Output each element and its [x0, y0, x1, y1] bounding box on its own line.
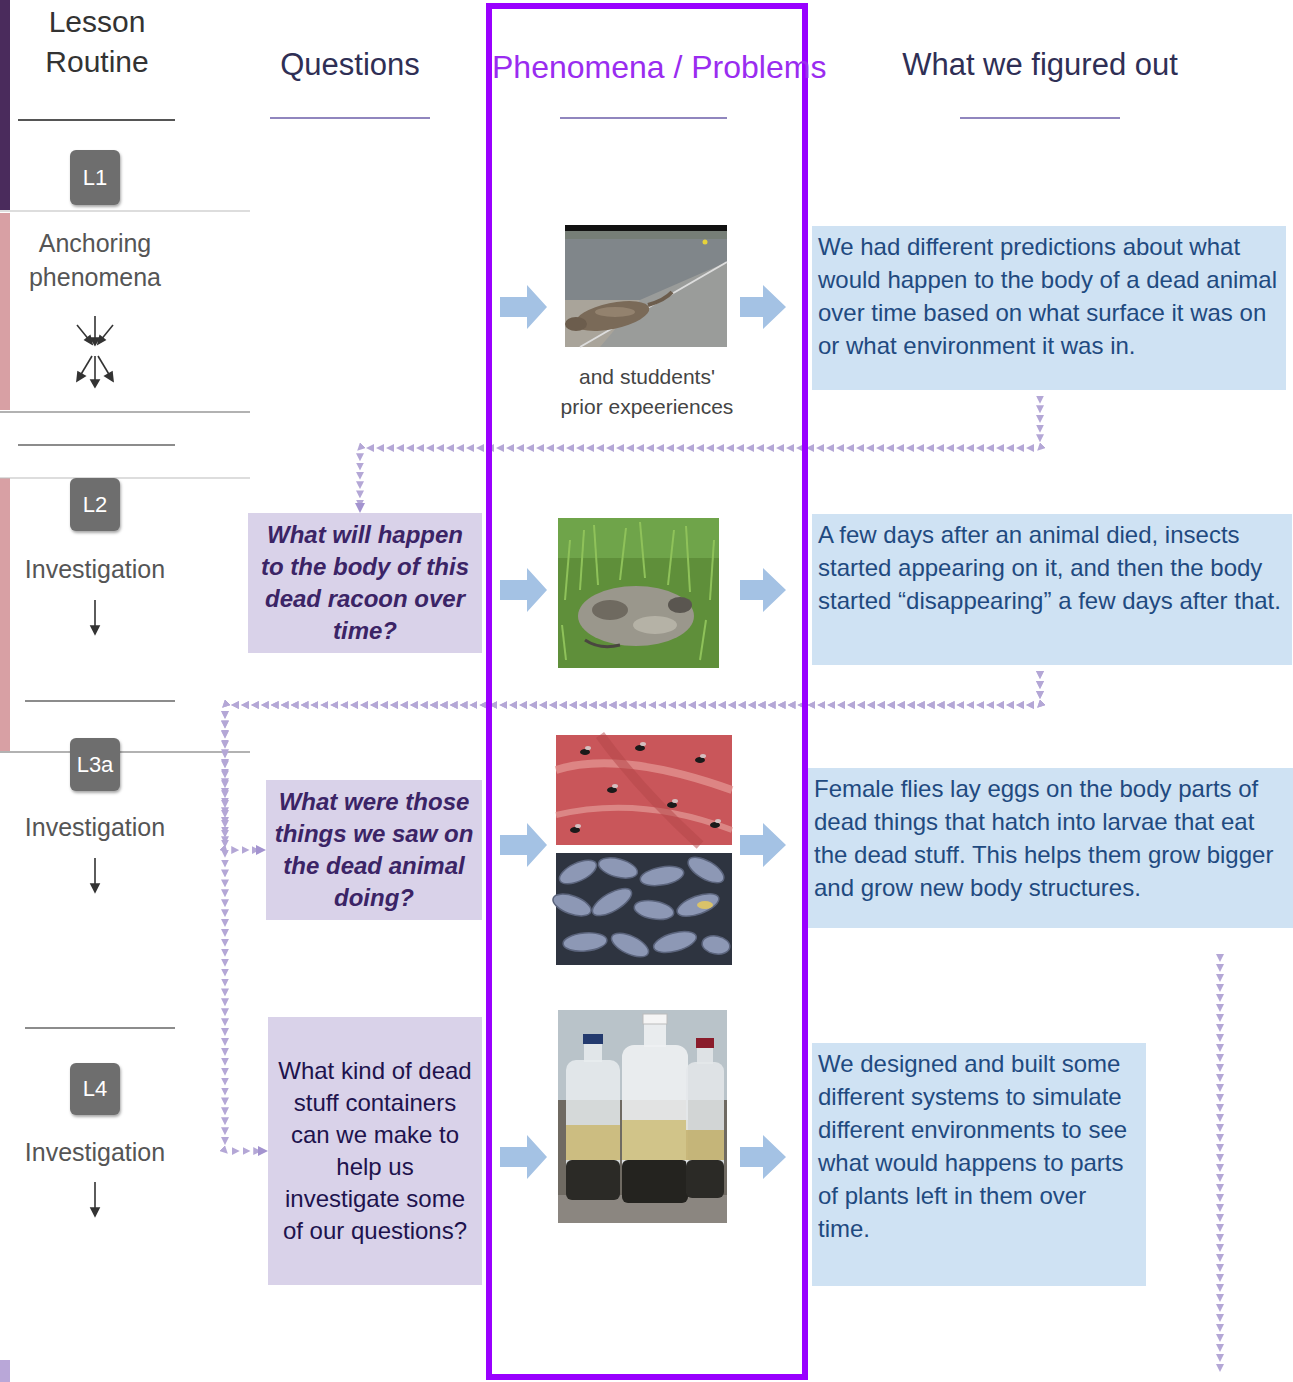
- question-text: What kind of dead stuff containers can w…: [276, 1055, 474, 1247]
- slide-edge-line: [0, 751, 250, 753]
- finding-box: Female flies lay eggs on the body parts …: [808, 768, 1293, 928]
- edge-band: [0, 0, 10, 210]
- lesson-badge: L2: [70, 478, 120, 531]
- lesson-number: L4: [83, 1076, 107, 1102]
- down-arrow-icon: [91, 600, 99, 1216]
- finding-text: Female flies lay eggs on the body parts …: [814, 772, 1287, 904]
- separator-line: [18, 444, 175, 446]
- dotted-trail: [1220, 948, 1221, 1378]
- separator-line: [25, 700, 175, 702]
- lesson-badge: L3a: [70, 738, 120, 791]
- lesson-number: L1: [83, 165, 107, 191]
- question-text: What will happen to the body of this dea…: [256, 519, 474, 647]
- finding-box: A few days after an animal died, insects…: [812, 514, 1292, 665]
- edge-band: [0, 478, 10, 751]
- question-box: What kind of dead stuff containers can w…: [268, 1017, 482, 1285]
- separator-line: [18, 119, 175, 121]
- lesson-badge: L4: [70, 1063, 120, 1115]
- routine-name: Anchoring phenomena: [20, 226, 170, 294]
- slide-edge-line: [0, 211, 250, 212]
- question-box: What will happen to the body of this dea…: [248, 513, 482, 653]
- edge-band: [0, 213, 10, 410]
- column-header: Questions: [230, 45, 470, 85]
- slide-edge-line: [0, 411, 250, 413]
- slide-edge-line: [0, 478, 250, 479]
- raccoon-photo: [558, 518, 719, 668]
- finding-box: We designed and built some different sys…: [812, 1043, 1146, 1286]
- question-text: What were those things we saw on the dea…: [274, 786, 474, 914]
- lesson-badge: L1: [70, 150, 120, 205]
- column-header: Lesson Routine: [32, 2, 162, 82]
- finding-box: We had different predictions about what …: [812, 226, 1286, 390]
- column-heading: Phenomena / Problems: [492, 47, 802, 87]
- flow-arrow: [500, 285, 786, 1179]
- header-underline: [270, 117, 430, 119]
- column-header: What we figured out: [880, 45, 1200, 85]
- larvae-photo: [550, 852, 732, 965]
- roadkill-photo: [565, 225, 727, 347]
- header-underline: [560, 117, 727, 119]
- finding-text: A few days after an animal died, insects…: [818, 518, 1286, 617]
- separator-line: [25, 1027, 175, 1029]
- edge-band: [0, 1360, 10, 1382]
- routine-name: Investigation: [10, 1135, 180, 1169]
- lesson-number: L3a: [77, 752, 114, 778]
- column-note: and studdents' prior expeeriences: [557, 362, 737, 422]
- header-underline: [960, 117, 1120, 119]
- anchor-icon: [77, 316, 113, 387]
- finding-text: We designed and built some different sys…: [818, 1047, 1140, 1245]
- finding-text: We had different predictions about what …: [818, 230, 1280, 362]
- routine-name: Investigation: [10, 810, 180, 844]
- flies-on-meat-photo: [556, 735, 732, 845]
- routine-name: Investigation: [10, 552, 180, 586]
- bottle-systems-photo: [558, 1010, 727, 1223]
- lesson-number: L2: [83, 492, 107, 518]
- question-box: What were those things we saw on the dea…: [266, 780, 482, 920]
- phenomena-column: Phenomena / Problems and studdents' prior…: [486, 3, 808, 1380]
